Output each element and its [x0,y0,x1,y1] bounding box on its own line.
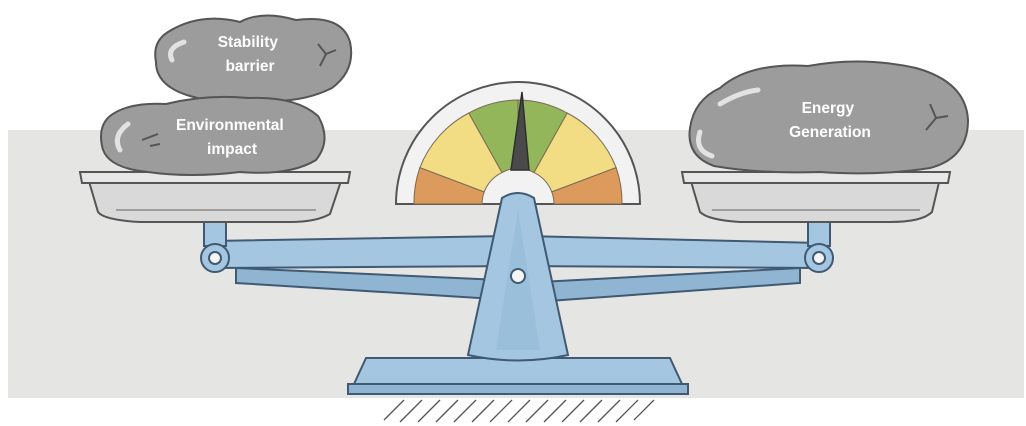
left-hanger [201,218,229,272]
right-hanger [805,218,833,272]
rock-label-line: barrier [225,58,274,75]
post-pivot [511,269,525,283]
left-pan [80,172,350,222]
scale-base [348,358,688,394]
rock-environmental-impact: Environmental impact [101,97,325,175]
right-pivot [813,252,825,264]
rock-stability-barrier: Stability barrier [155,15,351,102]
right-pan [682,172,950,222]
left-pivot [209,252,221,264]
ground-hatching [384,400,654,422]
rock-label-line: Environmental [176,117,284,134]
rock-energy-generation: Energy Generation [690,61,969,173]
balance-gauge [396,82,640,204]
rock-label-line: Generation [789,124,871,141]
rock-label-line: Stability [218,34,279,51]
rock-label-line: impact [207,141,257,158]
rock-label-line: Energy [802,100,855,117]
